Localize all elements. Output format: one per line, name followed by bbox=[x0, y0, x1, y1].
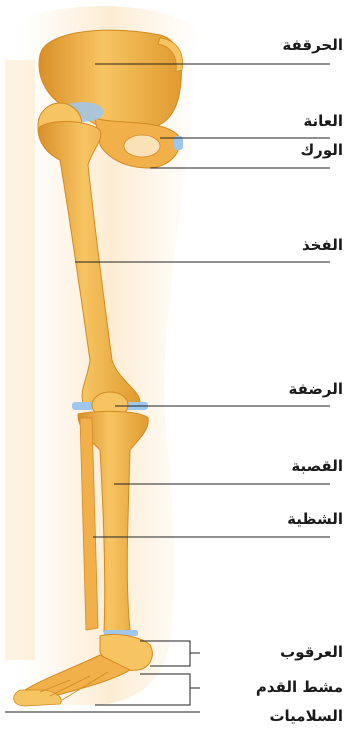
label-tarsals: العرقوب bbox=[280, 643, 343, 661]
label-metatarsals: مشط القدم bbox=[256, 678, 343, 696]
label-tibia: القصبة bbox=[291, 457, 343, 475]
label-hip: الورك bbox=[300, 141, 343, 159]
label-ilium: الحرقفة bbox=[282, 36, 343, 54]
label-pubis: العانة bbox=[303, 112, 343, 130]
obturator-foramen bbox=[124, 135, 160, 157]
label-patella: الرضفة bbox=[289, 380, 344, 398]
label-phalanges: السلاميات bbox=[269, 707, 343, 725]
label-femur: الفخذ bbox=[302, 236, 343, 254]
phalanges-bones bbox=[14, 690, 62, 706]
leg-glow-left bbox=[5, 60, 35, 660]
label-fibula: الشظية bbox=[287, 510, 343, 528]
